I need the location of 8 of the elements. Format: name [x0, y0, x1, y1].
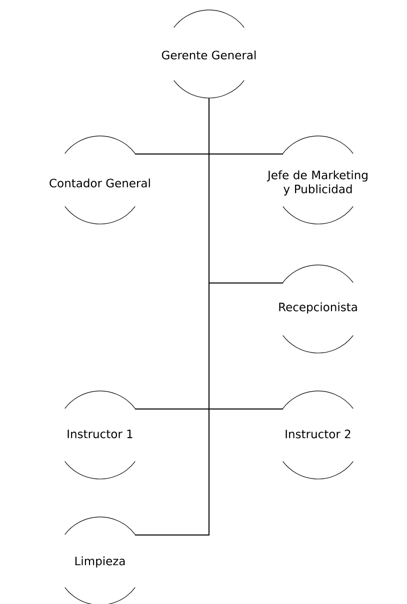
position-node: Jefe de Marketing y Publicidad: [266, 136, 368, 224]
position-node: Instructor 2: [282, 390, 354, 480]
position-node: Recepcionista: [279, 264, 357, 354]
position-node: Instructor 1: [64, 390, 136, 480]
connector-line: [134, 98, 210, 536]
position-node: Gerente General: [162, 10, 256, 98]
position-node: Limpieza: [64, 516, 136, 604]
position-node: Contador General: [50, 136, 150, 224]
